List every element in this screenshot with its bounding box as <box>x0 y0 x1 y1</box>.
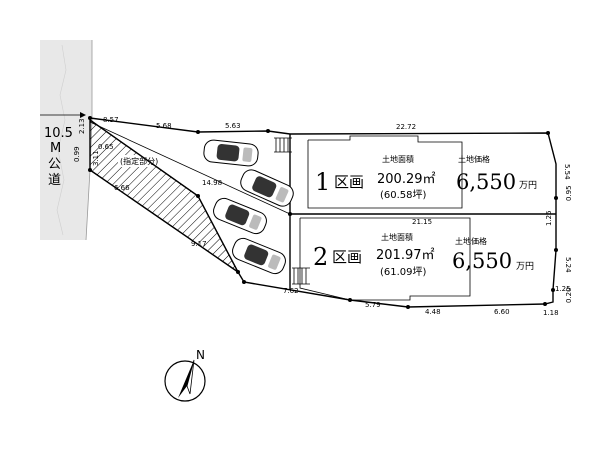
dim-label: 0.99 <box>73 146 81 162</box>
dim-label: 1.18 <box>543 309 559 317</box>
lot1-area-heading: 土地面積 <box>382 154 414 164</box>
public-road: 10.5 M 公 道 <box>40 40 93 241</box>
building-outlines <box>299 135 471 301</box>
dim-label: 7.62 <box>283 287 299 295</box>
lot2-number: 2 <box>313 243 328 271</box>
dim-label: 5.63 <box>225 122 241 130</box>
road-width-label: 10.5 <box>44 126 73 141</box>
entry-stripes <box>274 137 310 285</box>
lot1-area: 200.29㎡ <box>377 172 436 187</box>
dim-label: 5.79 <box>365 301 381 309</box>
lot1-tsubo: (60.58坪) <box>380 188 427 201</box>
diagonal-line <box>89 121 291 215</box>
dim-label: 0.65 <box>98 143 114 151</box>
lot2-price: 6,550 <box>452 249 512 273</box>
north-compass: N <box>164 348 206 402</box>
road-arrow-icon <box>80 112 86 118</box>
dim-label: 2.13 <box>78 118 86 134</box>
dim-label: 6.60 <box>494 308 510 316</box>
designated-label: (指定部分) <box>120 156 158 166</box>
lot1-word: 区画 <box>334 173 364 191</box>
lot2-word: 区画 <box>332 248 362 266</box>
lot2-price-unit: 万円 <box>516 261 534 272</box>
lot1-price-unit: 万円 <box>519 180 537 191</box>
car-icon <box>240 169 294 207</box>
lot2-area-heading: 土地面積 <box>381 232 413 242</box>
lot1-price-heading: 土地価格 <box>458 154 490 164</box>
lot2-building-outline <box>299 217 471 301</box>
car-icon <box>232 237 286 275</box>
dim-label: 1.25 <box>555 285 571 293</box>
dim-label: 14.98 <box>202 179 222 187</box>
road-name-char-1: 公 <box>48 157 61 172</box>
dimension-labels: 8.57 5.68 5.63 22.72 2.13 0.99 3.11 0.65… <box>73 116 573 317</box>
compass-needle-icon <box>178 360 194 398</box>
dim-label: 9.17 <box>191 240 207 248</box>
dim-label: 5.68 <box>156 122 172 130</box>
dim-label: 5.54 <box>563 164 571 180</box>
compass-ring-icon <box>164 360 206 402</box>
lot1-price: 6,550 <box>456 170 516 194</box>
compass-north-label: N <box>196 348 205 362</box>
survey-points <box>88 116 558 309</box>
lot-1: 1 区画 土地面積 200.29㎡ (60.58坪) 土地価格 6,550 万円 <box>315 154 537 201</box>
road-name-char-2: 道 <box>48 173 61 188</box>
dim-label: 0.95 <box>565 185 573 201</box>
dim-label: 6.66 <box>114 184 130 192</box>
road-unit-label: M <box>50 141 61 156</box>
lot2-tsubo: (61.09坪) <box>380 265 427 278</box>
dim-label: 4.48 <box>425 308 441 316</box>
lot-2: 2 区画 土地面積 201.97㎡ (61.09坪) 土地価格 6,550 万円 <box>313 232 534 278</box>
dim-label: 5.24 <box>564 257 572 273</box>
car-icon <box>213 197 267 235</box>
lot2-area: 201.97㎡ <box>376 248 435 263</box>
lot2-price-heading: 土地価格 <box>455 236 487 246</box>
dim-label: 3.11 <box>92 150 100 166</box>
southwest-edge <box>89 169 239 273</box>
dim-label: 22.72 <box>396 123 416 131</box>
lot1-building-outline <box>307 135 463 209</box>
dim-label: 21.15 <box>412 218 432 226</box>
dim-label: 1.25 <box>545 210 553 226</box>
dim-label: 0.20 <box>565 287 573 303</box>
lot1-number: 1 <box>315 168 330 196</box>
dim-label: 8.57 <box>103 116 119 124</box>
car-icon <box>203 139 259 167</box>
